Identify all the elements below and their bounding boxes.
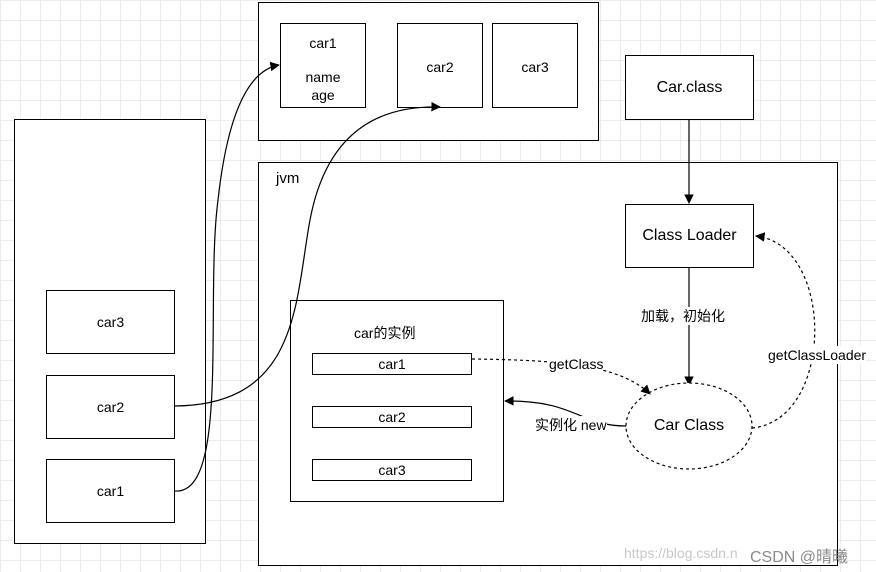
stack-car2-box: car2 <box>46 375 175 439</box>
stack-car1-label: car1 <box>96 483 125 499</box>
edge-label-load-init: 加载，初始化 <box>641 307 725 325</box>
heap-car3-label: car3 <box>521 59 549 75</box>
stack-car3-label: car3 <box>96 314 125 330</box>
watermark-url: https://blog.csdn.n <box>624 545 738 561</box>
heap-car3-box: car3 <box>492 23 578 108</box>
heap-car1-box: car1 name age <box>280 23 366 108</box>
instances-title: car的实例 <box>354 325 416 341</box>
class-loader-label: Class Loader <box>642 227 737 244</box>
stack-car2-label: car2 <box>96 399 125 415</box>
instance-car3-box: car3 <box>312 459 472 481</box>
car-class-file-box: Car.class <box>625 55 754 120</box>
heap-car2-label: car2 <box>426 59 454 75</box>
edge-label-get-class: getClass <box>549 355 604 373</box>
instance-car2-label: car2 <box>378 409 406 425</box>
car-class-file-label: Car.class <box>656 78 723 96</box>
stack-car3-box: car3 <box>46 290 175 354</box>
heap-car1-field-age: age <box>311 87 335 103</box>
heap-car1-field-name: name <box>305 69 341 85</box>
stack-car1-box: car1 <box>46 459 175 523</box>
car-class-label: Car Class <box>653 417 725 434</box>
watermark-brand: CSDN @晴曦 <box>750 549 849 566</box>
instance-car3-label: car3 <box>378 462 406 478</box>
jvm-title: jvm <box>276 170 300 187</box>
heap-car2-box: car2 <box>397 23 483 108</box>
heap-car1-title: car1 <box>309 35 337 51</box>
instance-car1-label: car1 <box>378 356 406 372</box>
edge-label-get-class-loader: getClassLoader <box>768 346 867 364</box>
class-loader-box: Class Loader <box>625 204 754 268</box>
edge-label-instantiate-new: 实例化 new <box>535 416 607 434</box>
instance-car2-box: car2 <box>312 406 472 428</box>
instance-car1-box: car1 <box>312 353 472 375</box>
